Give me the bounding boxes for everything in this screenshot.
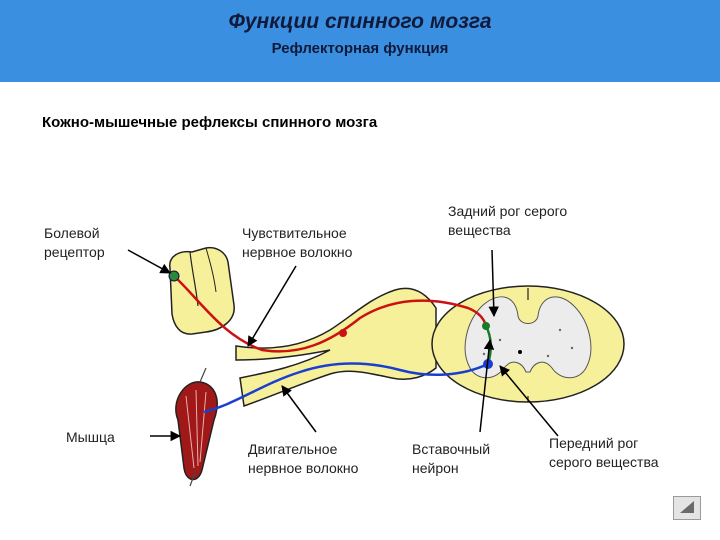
finger-skin (170, 248, 234, 334)
label-dorsal-horn: Задний рог серого вещества (448, 202, 567, 240)
nerve-trunk (236, 288, 436, 406)
label-motor-fiber: Двигательное нервное волокно (248, 440, 358, 478)
muscle (176, 368, 217, 486)
label-ventral-horn: Передний рог серого вещества (549, 434, 659, 472)
label-pain-receptor: Болевой рецептор (44, 224, 105, 262)
back-arrow-icon (674, 497, 700, 519)
sensory-neuron-body (339, 329, 347, 337)
pointer-arrow-pain-receptor (128, 250, 170, 273)
pain-receptor-ending (169, 271, 179, 281)
label-interneuron: Вставочный нейрон (412, 440, 490, 478)
label-muscle: Мышца (66, 428, 115, 447)
interneuron-body (482, 322, 490, 330)
pointer-arrow-motor-fiber (282, 386, 316, 432)
label-sensory-fiber: Чувствительное нервное волокно (242, 224, 352, 262)
pointer-arrow-sensory-fiber (248, 266, 296, 346)
spinal-cord (432, 286, 624, 402)
back-nav-button[interactable] (673, 496, 701, 520)
